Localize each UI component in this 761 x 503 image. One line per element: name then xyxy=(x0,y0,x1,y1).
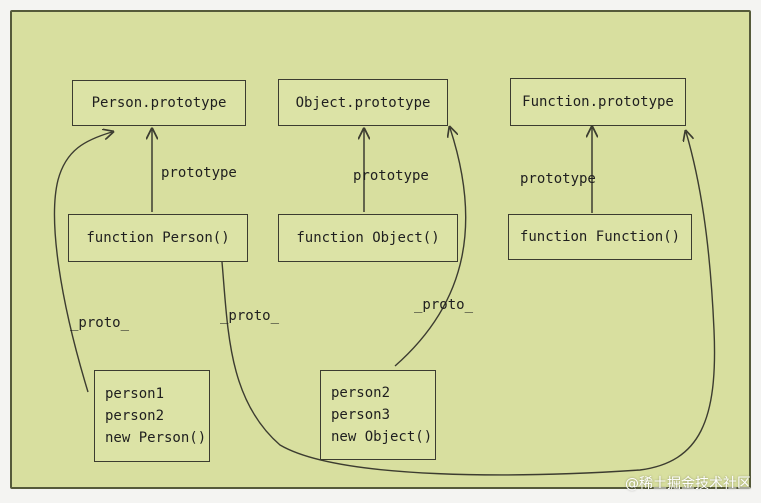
instance-left-2: person2 xyxy=(105,408,165,424)
function-person-box: function Person() xyxy=(68,214,248,262)
edge-label-prototype-function: prototype xyxy=(520,171,596,187)
edge-label-proto-right: _proto_ xyxy=(414,297,474,313)
instance-right-1: person2 xyxy=(331,385,391,401)
person-instances-box: person1 person2 new Person() xyxy=(94,370,210,462)
arrow-instances-to-object-prototype xyxy=(394,128,467,367)
arrow-instances-to-person-prototype xyxy=(53,132,112,393)
instance-right-2: person3 xyxy=(331,407,391,423)
function-prototype-box: Function.prototype xyxy=(510,78,686,126)
function-function-label: function Function() xyxy=(519,229,681,245)
instance-left-1: person1 xyxy=(105,386,165,402)
arrow-function-person-to-function-prototype xyxy=(221,132,716,476)
object-instances-box: person2 person3 new Object() xyxy=(320,370,436,460)
function-function-box: function Function() xyxy=(508,214,692,260)
instance-right-3: new Object() xyxy=(331,429,433,445)
edge-label-proto-left: _proto_ xyxy=(70,315,130,331)
function-object-box: function Object() xyxy=(278,214,458,262)
function-prototype-label: Function.prototype xyxy=(522,94,674,110)
object-prototype-label: Object.prototype xyxy=(295,94,431,111)
function-person-label: function Person() xyxy=(86,230,230,246)
edge-label-prototype-object: prototype xyxy=(353,168,429,184)
person-prototype-box: Person.prototype xyxy=(72,80,246,126)
edge-label-prototype-person: prototype xyxy=(161,165,237,181)
person-prototype-label: Person.prototype xyxy=(91,95,227,111)
object-prototype-box: Object.prototype xyxy=(278,79,448,126)
watermark: @稀土掘金技术社区 xyxy=(625,476,751,492)
instance-left-3: new Person() xyxy=(105,430,207,446)
function-object-label: function Object() xyxy=(296,230,440,246)
edge-label-proto-middle: _proto_ xyxy=(220,308,280,324)
